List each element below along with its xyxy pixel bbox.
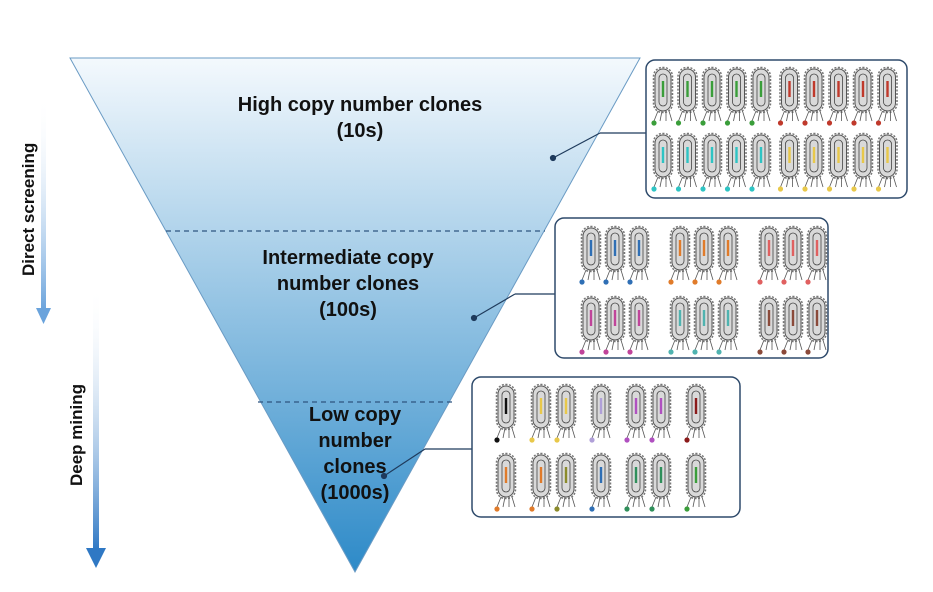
clone-cell: [692, 225, 715, 285]
low-copy-label-line-4: (1000s): [320, 482, 390, 504]
clone-cell: [716, 295, 739, 355]
clone-cell: [700, 132, 723, 192]
high-copy-label-line-2: (10s): [336, 120, 384, 142]
direct-screening-label: Direct screening: [19, 142, 38, 276]
clone-cell: [802, 66, 825, 126]
low-copy-label-line-3: clones: [323, 456, 387, 478]
clone-cell: [724, 132, 747, 192]
clone-cell: [494, 383, 517, 443]
clone-cell: [494, 452, 517, 512]
clone-cell: [781, 225, 804, 285]
direct-screening-arrow-shaft: [41, 95, 46, 310]
deep-mining-arrow-head: [86, 548, 106, 568]
clone-cell: [757, 225, 780, 285]
clone-cell: [826, 132, 849, 192]
clone-cell: [529, 452, 552, 512]
direct-screening-arrow-head: [36, 308, 51, 324]
deep-mining-label: Deep mining: [67, 383, 86, 486]
clone-cell: [651, 132, 674, 192]
clone-cell: [589, 452, 612, 512]
clone-cell: [627, 295, 650, 355]
clone-cell: [649, 383, 672, 443]
clone-cell: [627, 225, 650, 285]
clone-cell: [826, 66, 849, 126]
low-copy-clone-cells: [494, 383, 707, 512]
clone-cell: [692, 295, 715, 355]
clone-cell: [805, 225, 828, 285]
connector-high: [549, 132, 646, 162]
clone-cell: [684, 452, 707, 512]
clone-cell: [875, 66, 898, 126]
intermediate-copy-clone-cells: [579, 225, 828, 355]
clone-cell: [579, 225, 602, 285]
clone-cell: [724, 66, 747, 126]
clone-cell: [603, 225, 626, 285]
clone-cell: [589, 383, 612, 443]
high-copy-label: High copy number clones (10s): [190, 92, 530, 144]
clone-cell: [851, 132, 874, 192]
low-copy-label-line-2: number: [318, 430, 392, 452]
clone-cell: [716, 225, 739, 285]
clone-cell: [777, 132, 800, 192]
high-copy-label-line-1: High copy number clones: [237, 94, 483, 116]
high-copy-clone-cells: [651, 66, 898, 192]
clone-cell: [757, 295, 780, 355]
clone-cell: [624, 452, 647, 512]
funnel: [69, 57, 641, 574]
clone-cell: [802, 132, 825, 192]
clone-cell: [777, 66, 800, 126]
low-copy-label-line-1: Low copy: [308, 404, 402, 426]
intermediate-copy-label: Intermediate copy number clones (100s): [218, 245, 478, 323]
clone-cell: [675, 66, 698, 126]
clone-cell: [684, 383, 707, 443]
deep-mining-arrow-shaft: [93, 285, 99, 550]
clone-cell: [749, 66, 772, 126]
clone-cell: [700, 66, 723, 126]
connector-low: [380, 448, 472, 480]
intermediate-copy-label-line-1: Intermediate copy: [262, 247, 434, 269]
clone-cell: [554, 452, 577, 512]
clone-cell: [805, 295, 828, 355]
clone-cell: [624, 383, 647, 443]
clone-cell: [529, 383, 552, 443]
intermediate-copy-label-line-3: (100s): [319, 299, 377, 321]
clone-cell: [603, 295, 626, 355]
clone-cell: [675, 132, 698, 192]
clone-cell: [668, 225, 691, 285]
clone-cell: [554, 383, 577, 443]
connector-intermediate: [470, 293, 555, 322]
clone-cell: [875, 132, 898, 192]
clone-cell: [851, 66, 874, 126]
clone-cell: [651, 66, 674, 126]
low-copy-label: Low copy number clones (1000s): [285, 402, 425, 506]
clone-cell: [668, 295, 691, 355]
clone-cell: [781, 295, 804, 355]
intermediate-copy-label-line-2: number clones: [276, 273, 420, 295]
clone-cell: [579, 295, 602, 355]
clone-cell: [649, 452, 672, 512]
clone-cell: [749, 132, 772, 192]
